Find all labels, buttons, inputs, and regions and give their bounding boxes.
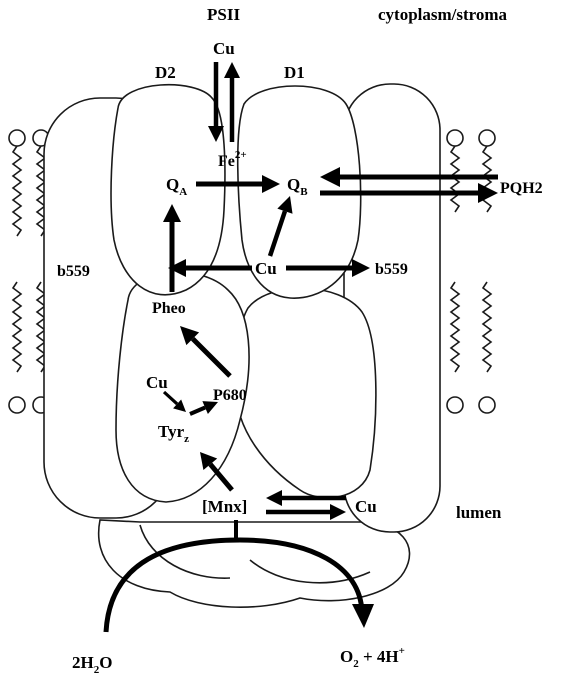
qb-to-pqh2-arrow — [320, 183, 498, 203]
pqh2-to-qb-arrow — [320, 167, 498, 187]
lumenal-lobes — [97, 519, 411, 608]
p680-to-pheo-arrow — [180, 326, 232, 378]
cu-to-tyrz-arrow — [162, 390, 186, 412]
fe-to-cu-arrow — [224, 62, 240, 142]
cu-to-qb-arrow — [267, 196, 293, 257]
d2-upper-lobe — [110, 83, 226, 296]
lumen-label: lumen — [456, 503, 502, 522]
mnx-label: [Mnx] — [202, 497, 247, 516]
fe-label: Fe2+ — [218, 149, 247, 170]
b559-left-label: b559 — [57, 263, 90, 280]
p680-label: P680 — [213, 387, 247, 404]
d1-label: D1 — [284, 63, 305, 82]
tyrz-label: Tyrz — [158, 422, 189, 445]
d1-upper-lobe — [236, 85, 362, 299]
qa-to-qb-arrow — [196, 175, 280, 193]
mnx-to-cu-arrow — [266, 504, 346, 520]
water-oxidation-arrow — [103, 520, 374, 633]
d1-lower-lobe — [235, 287, 377, 499]
d2-lower-lobe — [115, 271, 250, 503]
water-label: 2H2O — [72, 653, 112, 676]
tyrz-to-p680-arrow — [189, 401, 218, 416]
cu-to-mnx-arrow — [266, 490, 346, 506]
pheo-to-qa-arrow — [163, 204, 181, 292]
cytoplasm-label: cytoplasm/stroma — [378, 5, 508, 24]
mnx-to-tyrz-arrow — [200, 452, 234, 492]
oxygen-protons-label: O2 + 4H+ — [340, 645, 405, 670]
cu-to-b559-left-arrow — [168, 259, 252, 277]
cu-p680-label: Cu — [146, 373, 168, 392]
lipid-left-outer — [8, 129, 26, 414]
psii-label: PSII — [207, 5, 240, 24]
lipid-right-inner — [446, 129, 464, 414]
pheo-label: Pheo — [152, 300, 186, 317]
qb-label: QB — [287, 175, 308, 198]
cu-mnx-label: Cu — [355, 497, 377, 516]
cu-top-label: Cu — [213, 39, 235, 58]
d2-label: D2 — [155, 63, 176, 82]
electron-transfer-arrows — [162, 62, 498, 520]
qa-label: QA — [166, 175, 187, 198]
pqh2-label: PQH2 — [500, 180, 543, 197]
cu-to-b559-right-arrow — [286, 259, 370, 277]
cu-center-label: Cu — [255, 259, 277, 278]
b559-right-label: b559 — [375, 261, 408, 278]
lipid-right-outer — [478, 129, 496, 414]
cu-to-fe-arrow — [208, 62, 224, 142]
